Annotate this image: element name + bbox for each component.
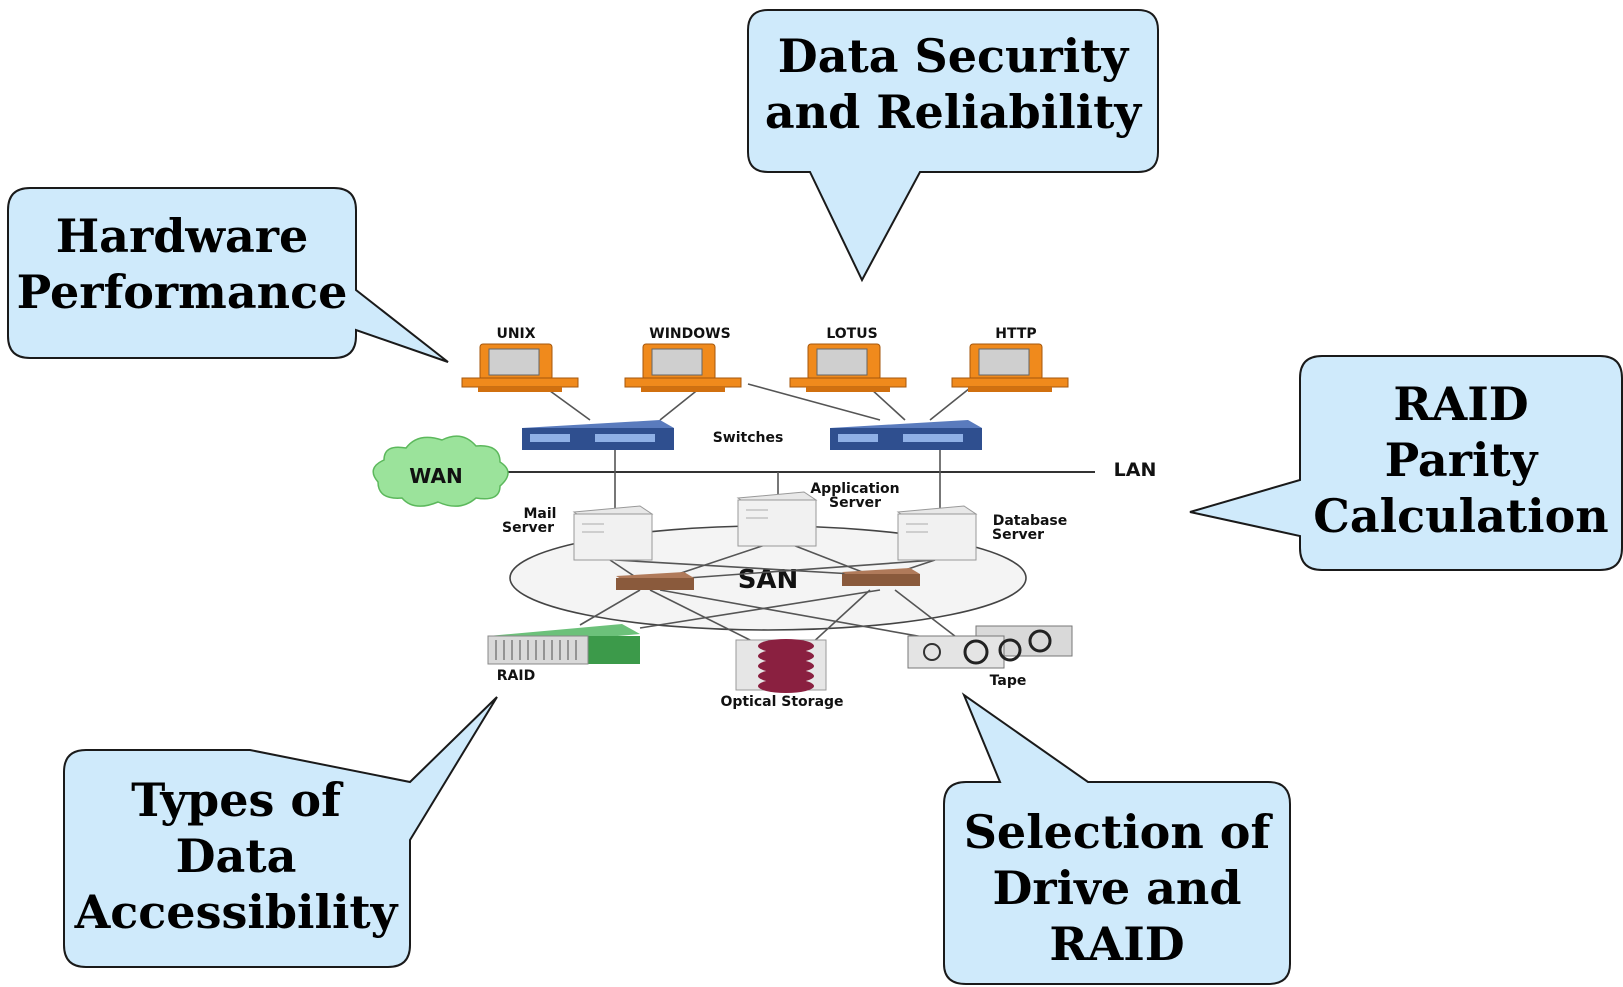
client-http-label: HTTP <box>995 326 1036 342</box>
callout-data-security-line2: and Reliability <box>765 85 1143 139</box>
optical-storage: Optical Storage <box>720 639 844 710</box>
callout-hardware-performance: Hardware Performance <box>7 187 449 363</box>
callout-hardware-line2: Performance <box>17 265 348 319</box>
san-switch-left <box>616 572 694 590</box>
callout-raid-parity-line1: RAID <box>1393 377 1528 431</box>
tape-storage: Tape <box>907 625 1073 689</box>
database-server-label-line1: Database <box>993 513 1068 529</box>
client-lotus-label: LOTUS <box>826 326 877 342</box>
raid-array: RAID <box>487 624 640 684</box>
client-unix-label: UNIX <box>496 326 535 342</box>
application-server: Application Server <box>736 481 900 547</box>
client-lotus: LOTUS <box>789 326 907 392</box>
wan-cloud: WAN <box>372 435 509 507</box>
callout-drive-selection: Selection of Drive and RAID <box>943 692 1291 985</box>
callout-accessibility-line3: Accessibility <box>74 885 399 939</box>
callout-selection-line2: Drive and <box>992 861 1241 915</box>
callout-data-accessibility: Types of Data Accessibility <box>63 696 498 968</box>
application-server-label-line2: Server <box>829 495 881 511</box>
callout-hardware-line1: Hardware <box>56 209 309 263</box>
lan-label: LAN <box>1114 459 1157 481</box>
database-server-label-line2: Server <box>992 527 1044 543</box>
optical-storage-label: Optical Storage <box>720 694 843 710</box>
san-links <box>579 539 961 646</box>
application-server-label-line1: Application <box>810 481 899 497</box>
callout-accessibility-line2: Data <box>176 829 297 883</box>
raid-label: RAID <box>497 668 535 684</box>
callout-data-security: Data Security and Reliability <box>747 9 1159 283</box>
callout-accessibility-line1: Types of <box>131 773 344 827</box>
mail-server: Mail Server <box>502 505 654 561</box>
callout-raid-parity: RAID Parity Calculation <box>1189 355 1623 571</box>
callout-raid-parity-line2: Parity <box>1385 433 1539 487</box>
wan-label: WAN <box>409 464 462 488</box>
client-http: HTTP <box>951 326 1069 392</box>
client-switch-links <box>545 383 971 421</box>
database-server: Database Server <box>896 505 1068 561</box>
san-switch-right <box>842 568 920 586</box>
san-network-diagram: LAN SAN WAN <box>372 326 1157 710</box>
mail-server-label-line1: Mail <box>524 506 557 522</box>
callout-raid-parity-line3: Calculation <box>1313 489 1608 543</box>
callout-data-security-line1: Data Security <box>778 29 1130 83</box>
client-windows-label: WINDOWS <box>649 326 730 342</box>
callout-selection-line1: Selection of <box>964 805 1274 859</box>
mail-server-label-line2: Server <box>502 520 554 536</box>
client-windows: WINDOWS <box>624 326 742 392</box>
tape-label: Tape <box>990 673 1027 689</box>
client-unix: UNIX <box>461 326 579 392</box>
switches-label: Switches <box>713 430 784 446</box>
callout-selection-line3: RAID <box>1049 917 1184 971</box>
switch-left <box>522 420 674 450</box>
switch-right <box>830 420 982 450</box>
